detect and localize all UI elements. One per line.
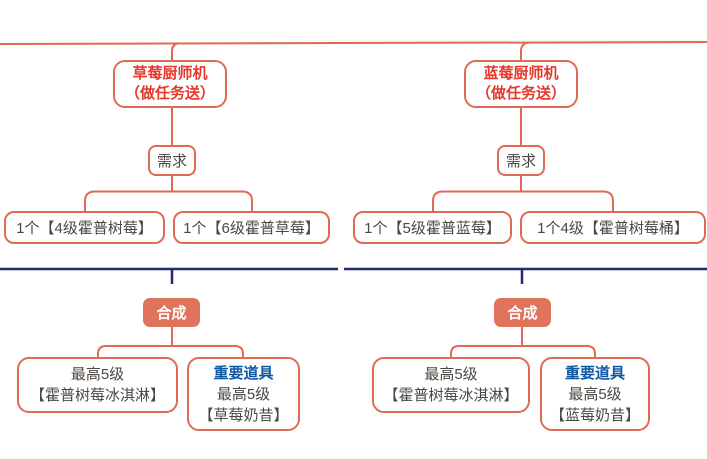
node-strawberry-chef-machine: 草莓厨师机 （做任务送） [113, 60, 227, 108]
out-line2: 【蓝莓奶昔】 [549, 406, 640, 424]
out-line2: 【草莓奶昔】 [198, 406, 289, 424]
req-label: 1个4级【霍普树莓桶】 [537, 220, 689, 237]
out-line1: 最高5级 [70, 366, 125, 383]
out-line1: 最高5级 [216, 385, 271, 403]
out-line2: 【霍普树莓冰淇淋】 [383, 387, 519, 404]
req-label: 1个【4级霍普树莓】 [16, 220, 153, 237]
need-label: 需求 [505, 153, 536, 170]
out-line1: 最高5级 [568, 385, 622, 403]
req-label: 1个【6级霍普草莓】 [183, 220, 320, 237]
node-need-right: 需求 [497, 145, 545, 176]
req-label: 1个【5级霍普蓝莓】 [364, 220, 501, 237]
node-req-hop-strawberry-lv6: 1个【6级霍普草莓】 [173, 211, 330, 244]
node-req-hop-raspberry-lv4: 1个【4级霍普树莓】 [4, 211, 165, 244]
node-out-strawberry-milkshake: 重要道具 最高5级 【草莓奶昔】 [187, 357, 300, 431]
root-title-line1: 蓝莓厨师机 [483, 65, 559, 82]
important-item-label: 重要道具 [213, 364, 274, 382]
important-item-label: 重要道具 [564, 364, 625, 382]
node-out-hop-raspberry-icecream-right: 最高5级 【霍普树莓冰淇淋】 [372, 357, 530, 413]
root-title-line2: （做任务送） [475, 85, 566, 102]
node-need-left: 需求 [148, 145, 196, 176]
synth-label: 合成 [507, 305, 538, 322]
node-out-hop-raspberry-icecream-left: 最高5级 【霍普树莓冰淇淋】 [17, 357, 178, 413]
node-req-hop-blueberry-lv5: 1个【5级霍普蓝莓】 [353, 211, 512, 244]
node-req-hop-raspberry-bucket-lv4: 1个4级【霍普树莓桶】 [520, 211, 706, 244]
node-synthesize-left: 合成 [143, 298, 200, 327]
root-title-line1: 草莓厨师机 [132, 65, 208, 82]
need-label: 需求 [156, 153, 187, 170]
node-blueberry-chef-machine: 蓝莓厨师机 （做任务送） [464, 60, 578, 108]
node-out-blueberry-milkshake: 重要道具 最高5级 【蓝莓奶昔】 [540, 357, 650, 431]
root-title-line2: （做任务送） [124, 85, 215, 102]
out-line1: 最高5级 [424, 366, 478, 383]
synth-label: 合成 [156, 305, 187, 322]
node-synthesize-right: 合成 [494, 298, 551, 327]
out-line2: 【霍普树莓冰淇淋】 [29, 387, 165, 404]
